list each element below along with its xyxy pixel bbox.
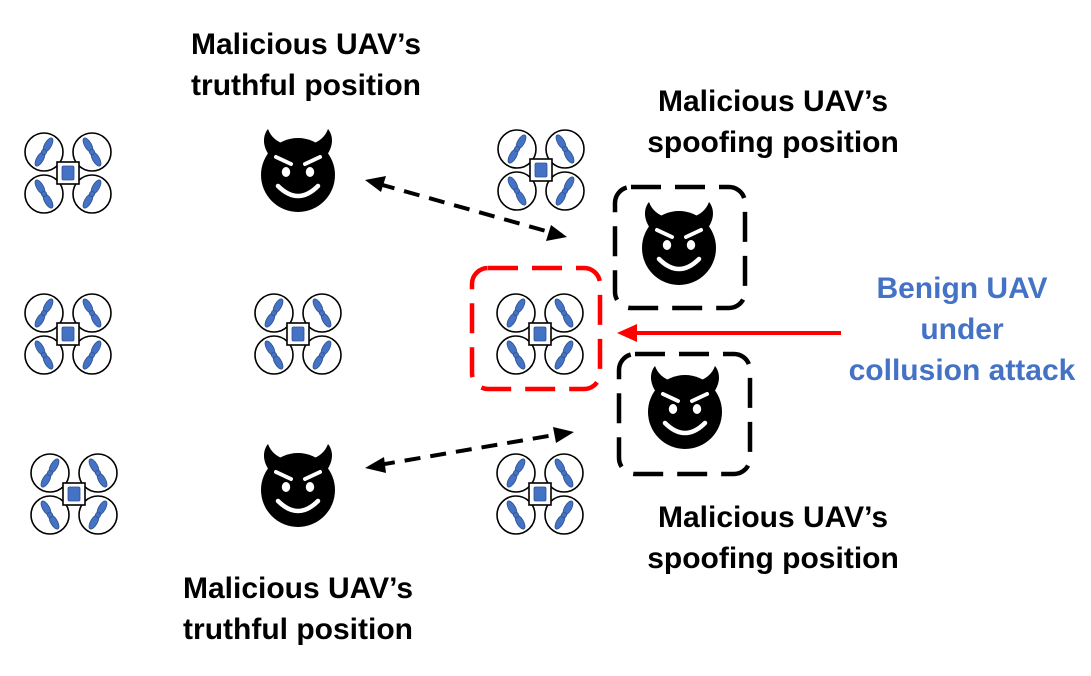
arrowhead-icon [617,324,637,342]
arrowhead-icon [553,427,574,443]
drone-icon [24,293,112,375]
devil-icon-spoofing-top [642,202,716,285]
double-arrow-top [378,182,554,235]
label-spoofing-top: Malicious UAV’s spoofing position [638,81,908,163]
arrowhead-icon [365,457,386,473]
drone-icon [496,453,584,535]
drone-icon [497,129,585,211]
label-line: Malicious UAV’s [190,28,422,61]
label-line: truthful position [183,613,413,646]
spoofing-frame-bottom [616,351,753,477]
devil-icon-truthful-bottom [261,444,335,527]
drone-icon [254,293,342,375]
arrowhead-icon [365,176,386,192]
label-line: spoofing position [647,126,899,159]
label-line: spoofing position [647,542,899,575]
label-line: Malicious UAV’s [657,501,889,534]
double-arrow-bottom [378,432,561,467]
devil-icon-spoofing-bottom [648,366,722,449]
label-line: Malicious UAV’s [657,85,889,118]
label-line: truthful position [191,69,421,102]
label-truthful-top: Malicious UAV’s truthful position [176,24,436,106]
label-line: Benign UAV [876,272,1048,305]
drone-icon [30,453,118,535]
benign-frame [469,265,603,392]
label-line: under [920,313,1004,346]
arrowhead-icon [546,225,567,241]
devil-icon-truthful-top [261,129,335,212]
label-truthful-bottom: Malicious UAV’s truthful position [168,568,428,650]
label-line: collusion attack [848,354,1076,387]
drone-icon [496,293,584,375]
label-spoofing-bottom: Malicious UAV’s spoofing position [638,497,908,579]
spoofing-frame-top [612,184,748,311]
label-benign-uav: Benign UAV under collusion attack [842,268,1082,391]
drone-icon [24,132,112,214]
label-line: Malicious UAV’s [182,572,414,605]
